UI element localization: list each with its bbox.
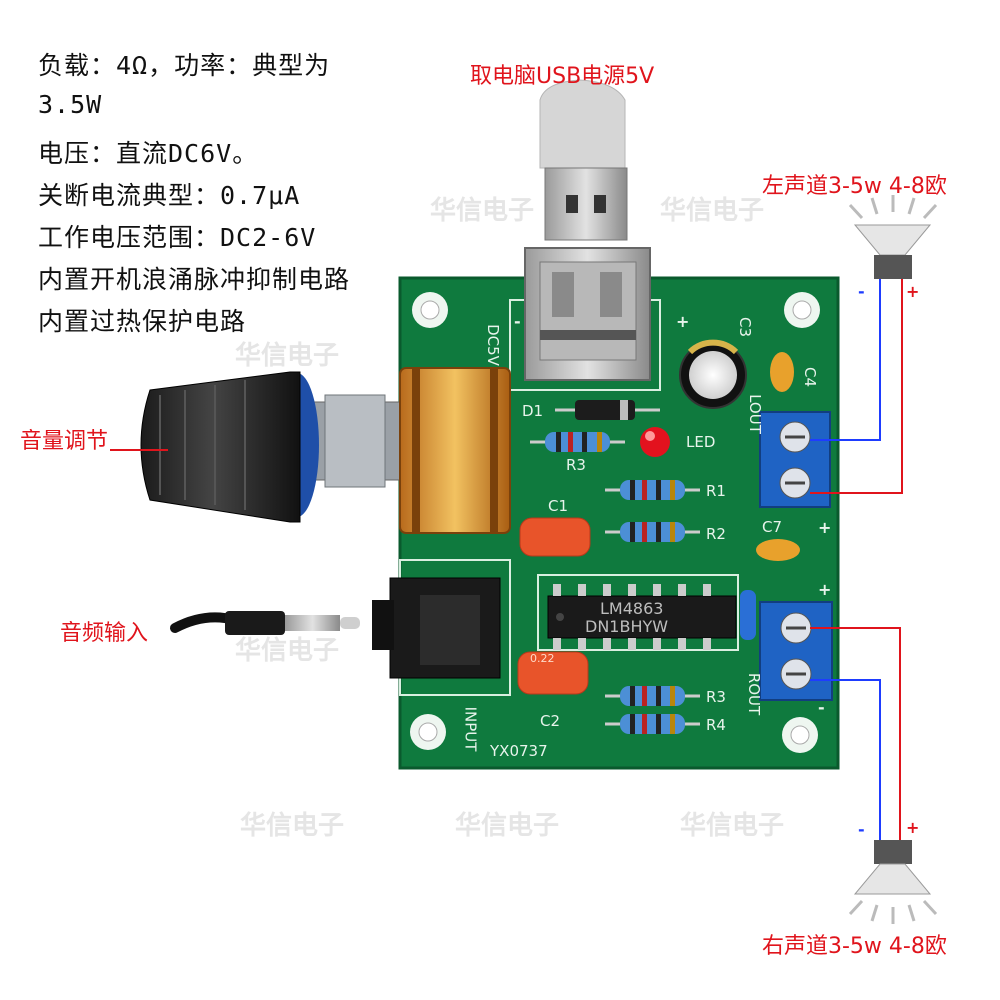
pcb-r3-top: R3 <box>566 456 586 474</box>
spec-line: 内置开机浪涌脉冲抑制电路 <box>38 265 351 294</box>
audio-cable <box>170 611 360 635</box>
ceramic-capacitor <box>770 352 794 392</box>
resistor <box>605 686 700 706</box>
spec-line: 关断电流典型：0.7μA <box>38 181 301 210</box>
pcb-plus-lout: + <box>818 518 832 537</box>
pcb-d1: D1 <box>522 402 544 420</box>
mounting-hole <box>412 292 448 328</box>
diode <box>555 400 660 420</box>
pcb-plus: + <box>676 312 690 331</box>
right-speaker-icon <box>848 840 938 924</box>
watermark: 华信电子 <box>430 196 535 226</box>
left-plus: + <box>906 282 920 301</box>
left-minus: - <box>858 282 865 301</box>
film-capacitor <box>519 517 591 557</box>
pcb-c2: C2 <box>540 712 561 730</box>
spec-line: 内置过热保护电路 <box>38 307 247 336</box>
pcb-c3: C3 <box>736 316 755 338</box>
spec-line: 3.5W <box>38 90 103 119</box>
usb-power-label: 取电脑USB电源5V <box>470 64 655 89</box>
pcb-r1: R1 <box>706 482 726 500</box>
watermark: 华信电子 <box>235 341 340 371</box>
choke <box>740 590 756 640</box>
pcb-c4: C4 <box>801 366 820 388</box>
led <box>640 427 670 457</box>
pcb-rout: ROUT <box>745 672 764 716</box>
electrolytic-capacitor <box>679 339 747 409</box>
mounting-hole <box>784 292 820 328</box>
spec-line: 工作电压范围：DC2-6V <box>38 223 317 252</box>
resistor <box>605 714 700 734</box>
left-channel-label: 左声道3-5w 4-8欧 <box>762 174 947 199</box>
pcb-plus-rout: + <box>818 580 832 599</box>
watermark: 华信电子 <box>680 811 785 841</box>
right-speaker-wires <box>810 627 901 840</box>
pcb-dc5v: DC5V <box>483 324 502 366</box>
left-speaker-wires <box>810 275 903 494</box>
pcb-minus: - <box>514 312 521 331</box>
mounting-hole <box>410 714 446 750</box>
watermark: 华信电子 <box>235 636 340 666</box>
resistor <box>605 522 700 542</box>
pcb-chip: LM4863 <box>600 599 664 618</box>
pcb-cap-val: 0.22 <box>530 652 555 665</box>
watermark: 华信电子 <box>455 811 560 841</box>
spec-line: 电压：直流DC6V。 <box>38 139 259 168</box>
pcb-c1: C1 <box>548 497 569 515</box>
pcb-model: YX0737 <box>490 742 548 760</box>
right-channel-label: 右声道3-5w 4-8欧 <box>762 934 947 959</box>
spec-line: 负载：4Ω，功率：典型为 <box>38 51 331 80</box>
mounting-hole <box>782 717 818 753</box>
pcb-led: LED <box>686 433 716 451</box>
pcb-input: INPUT <box>461 706 480 752</box>
ceramic-capacitor <box>756 539 800 561</box>
amplifier-chip <box>547 595 737 639</box>
volume-label: 音量调节 <box>20 429 109 454</box>
usb-socket <box>524 247 651 381</box>
pcb-chip-code: DN1BHYW <box>585 617 669 636</box>
chip-pins <box>553 584 711 650</box>
film-capacitor <box>517 651 589 695</box>
right-minus: - <box>858 820 865 839</box>
left-speaker-icon <box>848 195 938 279</box>
terminal-block-left <box>759 411 831 508</box>
pcb-r2: R2 <box>706 525 726 543</box>
inductor-coil <box>399 367 511 534</box>
usb-plug <box>539 79 628 241</box>
watermark: 华信电子 <box>240 811 345 841</box>
terminal-block-right <box>759 601 833 701</box>
audio-jack <box>372 577 501 679</box>
pcb-c7: C7 <box>762 518 783 536</box>
volume-knob <box>140 371 411 523</box>
pcb-r3: R3 <box>706 688 726 706</box>
resistor <box>605 480 700 500</box>
audio-input-label: 音频输入 <box>60 621 149 646</box>
pcb-r4: R4 <box>706 716 726 734</box>
pcb-minus-rout: - <box>818 698 825 717</box>
right-plus: + <box>906 818 920 837</box>
watermark: 华信电子 <box>660 196 765 226</box>
pcb-lout: LOUT <box>745 394 764 434</box>
resistor <box>530 432 625 452</box>
